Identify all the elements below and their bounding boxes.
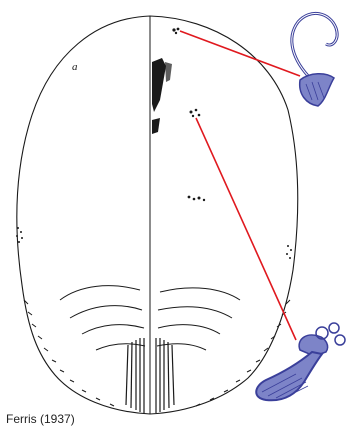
marginal-spines [24,300,290,406]
trumpet-duct-icon [256,323,345,400]
leader-line-lower [196,118,296,340]
figure-caption: Ferris (1937) [6,412,75,426]
leader-line-upper [180,31,300,76]
median-glands [152,58,172,134]
hooked-duct-icon [292,13,337,106]
body-letter-label: a [72,61,78,73]
